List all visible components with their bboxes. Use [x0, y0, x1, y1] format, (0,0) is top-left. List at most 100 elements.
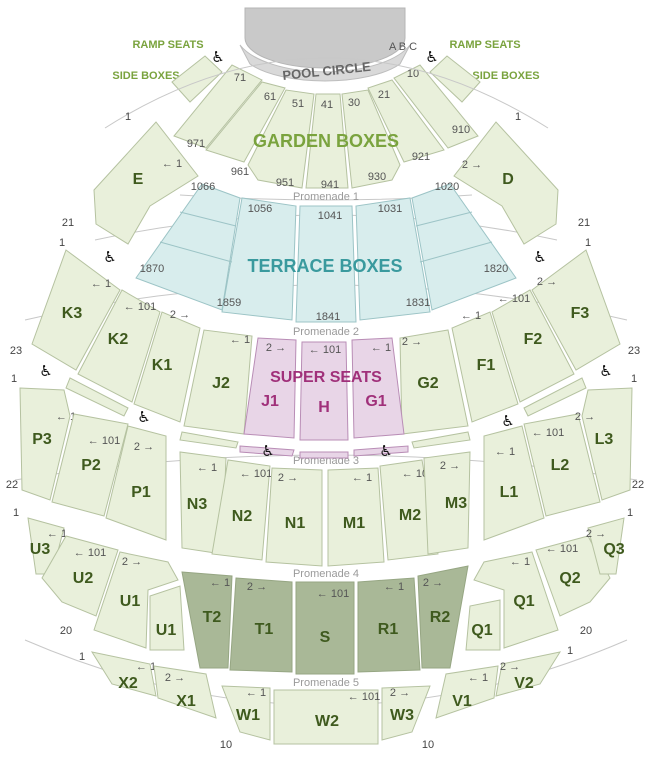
- section-label: T1: [255, 621, 274, 638]
- section-P3[interactable]: [19, 387, 71, 501]
- section-W3[interactable]: [381, 685, 431, 741]
- row-marker: 20: [580, 625, 592, 637]
- section-E[interactable]: [93, 121, 199, 245]
- section-U1-outer[interactable]: [93, 551, 179, 649]
- row-marker: 10: [220, 739, 232, 751]
- upper-wings: E ← 1 D 2 →: [93, 121, 559, 245]
- section-R2[interactable]: [417, 565, 469, 669]
- section-W1[interactable]: [221, 685, 271, 741]
- row-marker: 1: [515, 111, 521, 123]
- section-F1[interactable]: [451, 311, 519, 423]
- section-label: W3: [390, 707, 414, 724]
- terrace-divider: [159, 241, 233, 263]
- row-marker: 1: [11, 373, 17, 385]
- section-label: M1: [343, 515, 365, 532]
- side-box-left[interactable]: [171, 55, 223, 103]
- seat-direction-hint: 2 →: [134, 441, 154, 453]
- section-M3[interactable]: [423, 451, 471, 555]
- seat-direction-hint: ← 101: [498, 293, 530, 305]
- terrace-box-1859[interactable]: [221, 197, 297, 321]
- section-G2[interactable]: [399, 329, 469, 435]
- super-seats-strip-right[interactable]: [353, 445, 409, 457]
- p-to-l-sections: P3 ← 1 P2 ← 101 P1 2 → N3 ← 1 N2 ← 101 N…: [19, 387, 633, 567]
- section-N3[interactable]: [179, 451, 227, 555]
- strip-right-1: [523, 377, 587, 417]
- section-D[interactable]: [453, 121, 559, 245]
- seat-direction-hint: ← 1: [210, 577, 230, 589]
- section-U1-inner[interactable]: [149, 585, 185, 651]
- seat-direction-hint: 2 →: [440, 460, 460, 472]
- section-T1[interactable]: [229, 577, 293, 673]
- box-number: 1859: [217, 297, 241, 309]
- seat-direction-hint: 2 →: [462, 159, 482, 171]
- strip-left-1: [65, 377, 129, 417]
- super-seats-strip-center[interactable]: [299, 451, 349, 459]
- section-K1[interactable]: [133, 311, 201, 423]
- section-P2[interactable]: [51, 413, 129, 517]
- terrace-divider: [415, 211, 473, 227]
- garden-box-941[interactable]: [305, 93, 349, 189]
- terrace-divider: [419, 241, 493, 263]
- section-T2[interactable]: [181, 571, 233, 669]
- terrace-box-1870[interactable]: [135, 183, 241, 311]
- section-N2[interactable]: [211, 459, 271, 561]
- section-K2[interactable]: [77, 289, 161, 403]
- side-box-right[interactable]: [429, 55, 481, 103]
- section-label: V1: [452, 693, 472, 710]
- section-Q1-inner[interactable]: [465, 599, 501, 651]
- super-seats-strip-left[interactable]: [239, 445, 295, 457]
- section-H[interactable]: [299, 341, 349, 441]
- section-L3[interactable]: [581, 387, 633, 501]
- terrace-box-1841[interactable]: [295, 205, 357, 323]
- section-F2[interactable]: [491, 289, 575, 403]
- section-K3[interactable]: [31, 249, 121, 371]
- section-J1[interactable]: [243, 337, 297, 439]
- section-V2[interactable]: [495, 651, 562, 697]
- seat-direction-hint: ← 1: [495, 446, 515, 458]
- section-label: T2: [203, 609, 222, 626]
- seat-direction-hint: 2 →: [266, 342, 286, 354]
- seat-direction-hint: ← 101: [309, 344, 341, 356]
- section-label: N2: [232, 508, 253, 525]
- section-L1[interactable]: [483, 425, 545, 541]
- seat-direction-hint: ← 1: [371, 342, 391, 354]
- section-X1[interactable]: [153, 665, 217, 719]
- terrace-box-1820[interactable]: [411, 183, 517, 311]
- terrace-box-1831[interactable]: [355, 197, 431, 321]
- garden-box-910[interactable]: [393, 64, 479, 149]
- section-label: R1: [378, 621, 399, 638]
- garden-box-971[interactable]: [173, 64, 263, 149]
- section-S[interactable]: [295, 581, 355, 675]
- seat-direction-hint: ← 101: [532, 427, 564, 439]
- garden-box-951[interactable]: [247, 89, 315, 189]
- box-number: 21: [378, 89, 390, 101]
- section-W2[interactable]: [273, 689, 379, 745]
- pool-circle[interactable]: [239, 44, 411, 82]
- section-J2[interactable]: [183, 329, 253, 435]
- section-F3[interactable]: [531, 249, 621, 371]
- section-X2[interactable]: [90, 651, 157, 697]
- section-M2[interactable]: [379, 459, 439, 561]
- garden-box-930[interactable]: [341, 89, 401, 189]
- section-U2[interactable]: [41, 535, 119, 617]
- section-label: F3: [571, 305, 590, 322]
- seat-direction-hint: ← 1: [136, 661, 156, 673]
- garden-box-961[interactable]: [205, 81, 286, 163]
- section-N1[interactable]: [265, 467, 323, 567]
- seat-direction-hint: ← 1: [47, 528, 67, 540]
- section-L2[interactable]: [523, 413, 601, 517]
- section-label: W1: [236, 707, 260, 724]
- row-marker: 20: [60, 625, 72, 637]
- garden-boxes: 71 61 51 41 30 21 10 971 961 951 941 930…: [173, 64, 479, 191]
- section-R1[interactable]: [357, 577, 421, 673]
- section-label: K1: [152, 357, 173, 374]
- box-number: 1820: [484, 263, 508, 275]
- garden-box-921[interactable]: [367, 79, 445, 163]
- section-V1[interactable]: [435, 665, 499, 719]
- section-Q1-outer[interactable]: [473, 551, 559, 649]
- section-Q3[interactable]: [587, 517, 625, 575]
- section-P1[interactable]: [105, 425, 167, 541]
- section-M1[interactable]: [327, 467, 385, 567]
- section-G1[interactable]: [351, 337, 405, 439]
